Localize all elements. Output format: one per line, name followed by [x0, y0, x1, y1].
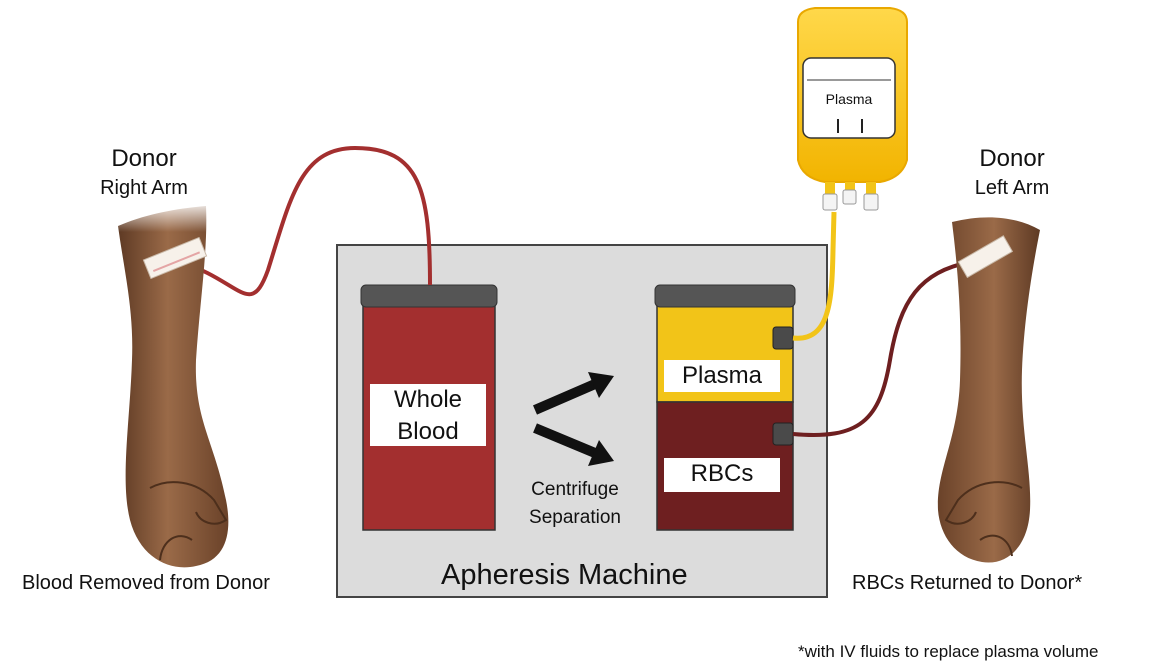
rbc-return-tube [792, 260, 971, 437]
left-donor-caption: Blood Removed from Donor [22, 572, 270, 594]
plasma-tube [792, 211, 837, 341]
donor-right-arm [118, 200, 229, 568]
arrow-down-icon [533, 423, 614, 466]
arrow-up-icon [533, 372, 614, 415]
left-donor-arm-label: Right Arm [100, 177, 188, 199]
bandage-right [957, 235, 1014, 279]
right-donor-title: Donor [979, 145, 1045, 172]
centrifuge-label: Centrifuge Separation [505, 476, 645, 532]
right-donor-caption: RBCs Returned to Donor* [852, 572, 1083, 594]
footnote: *with IV fluids to replace plasma volume [798, 642, 1099, 661]
centrifuge-line2: Separation [529, 507, 621, 528]
whole-blood-line2: Blood [397, 418, 459, 445]
right-donor-arm-label: Left Arm [974, 177, 1050, 199]
plasma-port [772, 326, 794, 350]
plasma-bag [797, 7, 908, 211]
separated-canister [654, 284, 796, 531]
bandage-left [142, 236, 208, 280]
separation-arrows [533, 372, 614, 466]
whole-blood-label: Whole Blood [370, 384, 486, 446]
plasma-bag-label: Plasma [825, 91, 873, 107]
plasma-bag-label-panel [802, 57, 896, 139]
whole-blood-tube [179, 145, 432, 297]
centrifuge-line1: Centrifuge [531, 479, 619, 500]
whole-blood-line1: Whole [393, 386, 463, 413]
donor-left-arm [937, 217, 1040, 563]
plasma-label: Plasma [664, 360, 780, 392]
rbc-port [772, 422, 794, 446]
machine-title: Apheresis Machine [441, 559, 688, 591]
rbc-label: RBCs [664, 458, 780, 492]
left-donor-title: Donor [111, 145, 177, 172]
